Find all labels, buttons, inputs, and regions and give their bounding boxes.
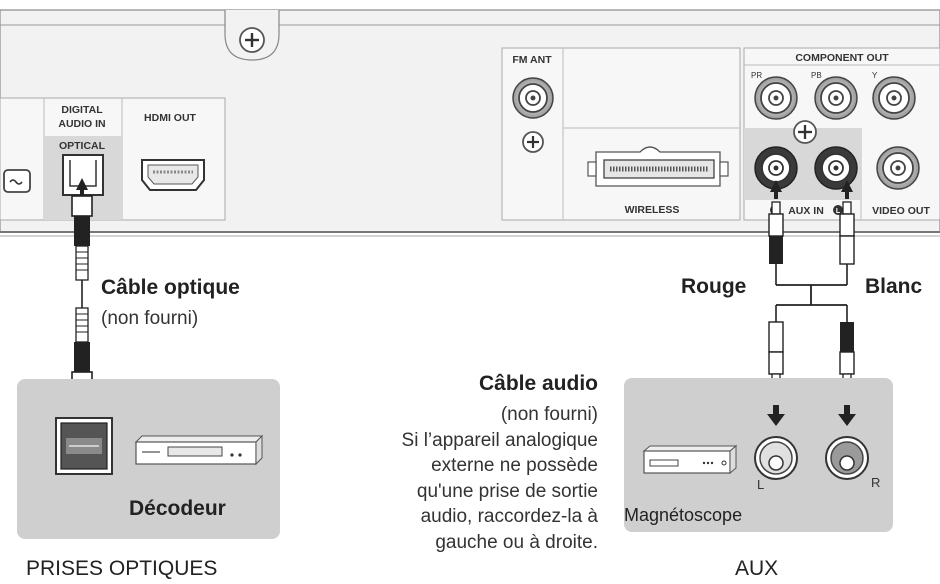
wireless-label: WIRELESS [625,204,680,216]
aux-l-dot-icon [833,205,843,215]
audio-cable-title: Câble audio [478,372,598,395]
fm-ant-label: FM ANT [512,54,552,66]
aux-in-label: AUX IN [788,205,824,217]
pr-jack-icon [754,76,798,120]
screw-icon [793,120,817,144]
pb-label: PB [811,71,822,80]
digital-audio-in-label-2: AUDIO IN [58,118,105,130]
digital-audio-in-label: DIGITAL [61,104,103,116]
decoder-label: Décodeur [129,497,226,520]
video-out-label: VIDEO OUT [872,205,930,217]
vcr-device-icon [642,444,738,475]
y-label: Y [872,71,878,80]
optical-section-caption: PRISES OPTIQUES [26,557,218,580]
pr-label: PR [751,71,762,80]
blanc-label: Blanc [865,275,923,298]
optical-port-icon [55,417,113,475]
vcr-l-label: L [757,477,764,492]
hdmi-out-label: HDMI OUT [144,112,196,124]
decoder-device-icon [134,434,264,466]
instruction-line: qu'une prise de sortie [416,480,598,502]
rear-panel: DIGITAL AUDIO IN OPTICAL HDMI OUT FM ANT… [0,9,940,237]
down-arrow-icon [838,405,856,426]
video-out-jack-icon [876,146,920,190]
audio-cable-notes: (non fourni) Si l’appareil analogique ex… [402,402,598,555]
instruction-line: externe ne possède [431,455,598,476]
vcr-r-label: R [871,475,880,490]
instruction-line: Si l’appareil analogique [401,429,598,451]
partial-port-icon [3,169,31,193]
vcr-l-jack-icon [754,436,798,480]
hdmi-port-icon [141,159,205,191]
vcr-r-jack-icon [825,436,869,480]
aux-section-caption: AUX [735,557,779,580]
pb-jack-icon [814,76,858,120]
rouge-label: Rouge [681,275,747,298]
optical-cable-title: Câble optique [101,276,240,299]
y-jack-icon [872,76,916,120]
optical-label: OPTICAL [59,140,106,152]
aux-l-label: L [836,208,841,215]
fm-antenna-jack-icon [512,77,554,119]
instruction-line: audio, raccordez-la à [420,506,598,527]
optical-cable-note: (non fourni) [101,308,199,329]
aux-l-jack-icon [814,146,858,190]
down-arrow-icon [767,405,785,426]
instruction-line: gauche ou à droite. [435,531,598,553]
screw-icon [239,27,265,53]
component-out-label: COMPONENT OUT [795,52,889,64]
vcr-label: Magnétoscope [624,505,743,525]
audio-cable-note: (non fourni) [500,404,598,425]
screw-icon [522,131,544,153]
optical-cable [71,178,93,411]
wireless-connector-icon [587,146,729,187]
